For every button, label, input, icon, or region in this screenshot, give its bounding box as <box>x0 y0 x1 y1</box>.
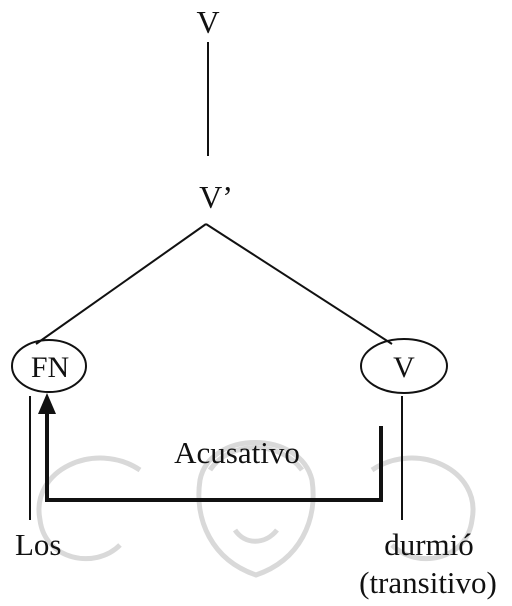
word-los: Los <box>15 527 62 562</box>
accusative-arrow <box>38 393 383 502</box>
fn-node-ellipse <box>11 339 87 393</box>
fn-label: FN <box>31 351 69 384</box>
v-head-label: V <box>393 351 415 384</box>
word-durmio: durmió <box>384 527 474 562</box>
word-transitivo: (transitivo) <box>359 565 497 600</box>
v-bar-label: V’ <box>199 179 233 215</box>
top-v-label: V <box>196 4 219 40</box>
accusative-arrow-path <box>45 412 383 502</box>
watermark-emblem <box>36 440 476 578</box>
edge-vbar-to-fn <box>35 223 207 345</box>
edge-vbar-to-v <box>205 223 393 345</box>
v-node-ellipse <box>360 338 448 394</box>
accusative-label: Acusativo <box>174 435 300 470</box>
arrow-head-icon <box>38 393 56 414</box>
tree-edges <box>29 42 403 520</box>
